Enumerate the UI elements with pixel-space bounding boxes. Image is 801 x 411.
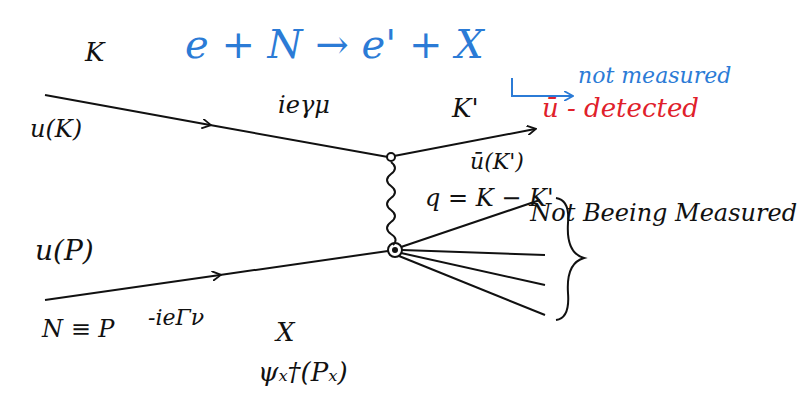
note: ū - detected: [542, 94, 699, 123]
note: Not Beeing Measured: [530, 200, 797, 226]
spinor-label: u(K): [30, 116, 82, 142]
spinor-label: u(P): [35, 236, 94, 267]
vertex-factor: -ieΓν: [148, 306, 204, 330]
hadron-line: [401, 253, 545, 285]
electron-line: [210, 125, 388, 157]
particle-label: X: [276, 318, 295, 347]
reaction-title: e + N → e' + X: [185, 22, 484, 66]
vertex-factor: ieγμ: [278, 92, 330, 118]
vertex: [387, 153, 395, 161]
photon-line: [387, 162, 396, 245]
vertex: [392, 247, 398, 253]
spinor-label: ū(K'): [470, 150, 524, 174]
hadron-line: [399, 256, 545, 315]
vertex: [388, 243, 402, 257]
momentum-label: K: [85, 38, 104, 67]
nucleon-line: [45, 275, 220, 300]
note: not measured: [578, 64, 731, 88]
state-label: ψₓ†(Pₓ): [258, 358, 348, 387]
nucleon-line: [220, 251, 388, 275]
particle-label: N ≡ P: [42, 316, 115, 342]
hadron-line: [402, 250, 545, 255]
momentum-label: K': [452, 94, 479, 123]
